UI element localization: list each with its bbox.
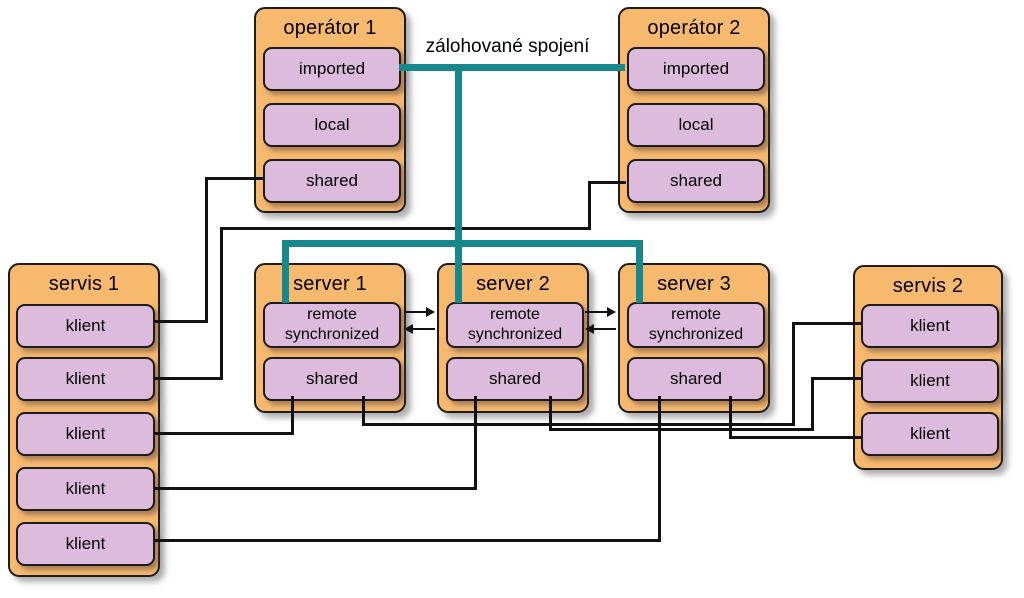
shared-box: shared	[446, 357, 584, 401]
sync-arrow-right-icon	[585, 307, 616, 317]
server-3-title: server 3	[657, 273, 731, 295]
backup-connector-segment	[455, 64, 462, 303]
sync-arrow-left-icon	[585, 324, 616, 334]
klient-box: klient	[16, 467, 155, 511]
server-3-group: server 3 remote synchronized shared	[618, 263, 770, 413]
connector-segment	[549, 396, 552, 431]
connector-segment	[220, 227, 223, 380]
connector-segment	[154, 539, 661, 542]
operator-1-group: operátor 1 imported local shared	[254, 7, 406, 213]
connector-segment	[220, 227, 591, 230]
local-box: local	[627, 103, 765, 147]
shared-box: shared	[263, 357, 401, 401]
connector-segment	[362, 396, 365, 426]
backup-connector-segment	[282, 240, 643, 247]
operator-2-group: operátor 2 imported local shared	[618, 7, 770, 213]
connector-segment	[729, 396, 732, 439]
connector-segment	[154, 432, 294, 435]
connector-segment	[291, 396, 294, 435]
server-2-title: server 2	[476, 273, 550, 295]
connector-segment	[154, 487, 477, 490]
operator-2-title: operátor 2	[647, 17, 741, 39]
klient-box: klient	[861, 359, 999, 403]
connector-segment	[362, 423, 795, 426]
klient-box: klient	[16, 357, 155, 401]
connector-segment	[729, 436, 861, 439]
connector-segment	[474, 396, 477, 490]
connector-segment	[205, 177, 263, 180]
klient-box: klient	[16, 304, 155, 348]
backup-connector-segment	[282, 240, 289, 303]
server-1-title: server 1	[293, 273, 367, 295]
local-box: local	[263, 103, 401, 147]
connector-segment	[154, 320, 208, 323]
server-2-group: server 2 remote synchronized shared	[437, 263, 589, 413]
connector-segment	[549, 428, 814, 431]
imported-box: imported	[263, 47, 401, 91]
backup-connector-segment	[636, 240, 643, 303]
remote-synchronized-box: remote synchronized	[627, 302, 765, 348]
servis-1-group: servis 1 klient klient klient klient kli…	[8, 263, 160, 577]
servis-2-title: servis 2	[892, 275, 964, 297]
backup-connector-segment	[399, 64, 625, 71]
connector-segment	[811, 377, 861, 380]
server-1-group: server 1 remote synchronized shared	[254, 263, 406, 413]
klient-box: klient	[861, 412, 999, 456]
connector-segment	[811, 377, 814, 431]
operator-1-title: operátor 1	[283, 17, 377, 39]
servis-2-group: servis 2 klient klient klient	[853, 265, 1003, 470]
klient-box: klient	[861, 304, 999, 348]
klient-box: klient	[16, 412, 155, 456]
remote-synchronized-box: remote synchronized	[446, 302, 584, 348]
connector-segment	[205, 177, 208, 323]
sync-arrow-right-icon	[404, 307, 435, 317]
backup-connection-label: zálohované spojení	[425, 36, 590, 57]
connector-segment	[792, 322, 795, 426]
connector-segment	[658, 396, 661, 542]
shared-box: shared	[627, 159, 765, 203]
connector-segment	[154, 377, 223, 380]
remote-synchronized-box: remote synchronized	[263, 302, 401, 348]
klient-box: klient	[16, 522, 155, 566]
connector-segment	[588, 181, 591, 230]
imported-box: imported	[627, 47, 765, 91]
connector-segment	[588, 181, 626, 184]
sync-arrow-left-icon	[404, 324, 435, 334]
connector-segment	[792, 322, 861, 325]
shared-box: shared	[263, 159, 401, 203]
servis-1-title: servis 1	[48, 273, 120, 295]
shared-box: shared	[627, 357, 765, 401]
